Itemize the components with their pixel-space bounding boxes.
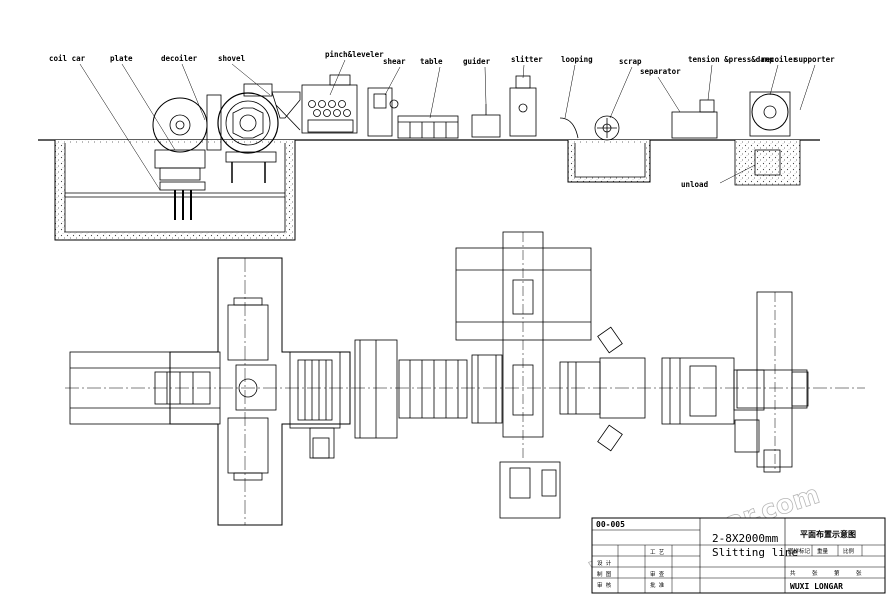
plan-guider: [471, 354, 503, 424]
plan-shear: [354, 339, 398, 439]
label-shovel: shovel: [218, 54, 245, 63]
row-label-drawing: 制 图: [597, 570, 612, 578]
separator-tension: [671, 99, 718, 139]
scrap-winder: [594, 115, 620, 141]
plan-coil-car-rails: [69, 351, 221, 425]
shovel: [271, 91, 301, 131]
label-recoiler: recoiler: [761, 55, 798, 64]
pit-looping: [559, 117, 651, 183]
label-unload: unload: [681, 180, 708, 189]
plan-view: [65, 231, 865, 526]
plan-recoiler: [734, 291, 809, 473]
label-supporter: supporter: [794, 55, 835, 64]
sheet-current: 第: [834, 569, 840, 577]
plan-table: [398, 359, 468, 419]
label-scrap: scrap: [619, 57, 642, 66]
col-label-scale: 比例: [843, 547, 855, 555]
table: [397, 115, 459, 139]
label-pinch-leveler: pinch&leveler: [325, 50, 384, 59]
label-guider: guider: [463, 57, 491, 66]
guider: [471, 104, 501, 138]
label-table: table: [420, 57, 443, 66]
decoiler-mandrel: [217, 83, 279, 183]
spec-text: 2-8X2000mm: [712, 532, 779, 545]
label-plate: plate: [110, 54, 133, 63]
label-looping: looping: [561, 55, 593, 64]
plan-looping-scrap: [559, 326, 646, 452]
pinch-leveler: [301, 74, 358, 134]
label-coil-car: coil car: [49, 54, 86, 63]
label-tension: tension &press&damp: [688, 55, 774, 64]
drawing-title: 平面布置示意图: [800, 529, 856, 539]
row-label-design: 设 计: [597, 559, 612, 567]
col-label-weight: 重量: [817, 547, 829, 555]
title-block: 00-005 2-8X2000mm Slitting line 平面布置示意图 …: [591, 517, 886, 594]
line-name: Slitting line: [712, 546, 798, 559]
side-view-labels: coil car plate decoiler shovel pinch&lev…: [49, 50, 835, 189]
label-slitter: slitter: [511, 55, 543, 64]
shear: [367, 87, 399, 137]
label-separator: separator: [640, 67, 681, 76]
drawing-number: 00-005: [596, 520, 625, 529]
label-shear: shear: [383, 57, 406, 66]
company-name: WUXI LONGAR: [790, 582, 843, 591]
coil-car-decoiler: [152, 94, 222, 220]
approval-approve: 批 准: [650, 581, 665, 589]
approval-review: 审 查: [650, 570, 665, 578]
col-label-mark: 图样标记: [788, 547, 811, 555]
row-label-process: 工 艺: [650, 549, 665, 556]
sheet-total: 共: [790, 569, 796, 577]
plan-slitter: [455, 231, 592, 519]
row-label-check: 审 核: [597, 581, 612, 589]
plan-tension-press: [661, 357, 765, 425]
label-decoiler: decoiler: [161, 54, 198, 63]
recoiler: [734, 91, 801, 186]
plan-pinch-leveler: [289, 351, 341, 459]
sheet-unit-2: 张: [856, 569, 862, 577]
plan-decoiler: [169, 257, 351, 526]
slitter: [509, 75, 537, 137]
leader-lines: [79, 59, 816, 191]
side-elevation: [38, 74, 820, 241]
sheet-unit-1: 张: [812, 569, 818, 577]
